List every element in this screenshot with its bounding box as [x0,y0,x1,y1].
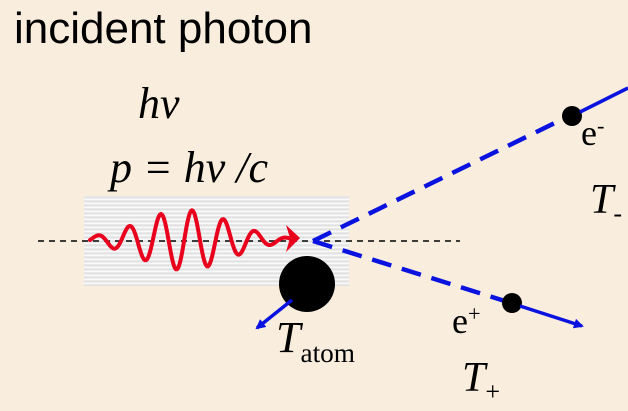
photon-wave-arrowhead [286,225,300,252]
electron-charge: - [596,112,605,138]
atom-energy-label: Tatom [276,312,355,368]
positron-momentum-arrow [519,304,584,329]
electron-dot [562,106,582,126]
positron-energy-label: T+ [462,354,500,406]
atom-energy-symbol: T [276,313,301,362]
positron-symbol: e [452,301,468,341]
electron-energy-sub: - [613,199,623,229]
photon-energy-label: hν [138,79,180,128]
positron-track [312,238,509,305]
electron-momentum-arrow [579,86,628,114]
positron-energy-sub: + [485,377,501,407]
photon-momentum-label: p = hν /c [110,143,268,192]
atom-nucleus [279,256,335,312]
electron-symbol: e [581,113,597,153]
electron-label: e- [581,112,604,154]
photon-wave [88,208,292,272]
electron-track [312,115,566,244]
positron-energy-symbol: T [462,355,486,401]
atom-energy-sub: atom [300,337,356,368]
title: incident photon [14,4,313,53]
positron-label: e+ [452,300,481,342]
positron-charge: + [467,300,481,326]
electron-energy-symbol: T [590,177,614,223]
electron-energy-label: T- [590,176,622,228]
atom-recoil-arrow [255,298,294,330]
positron-dot [502,293,522,313]
